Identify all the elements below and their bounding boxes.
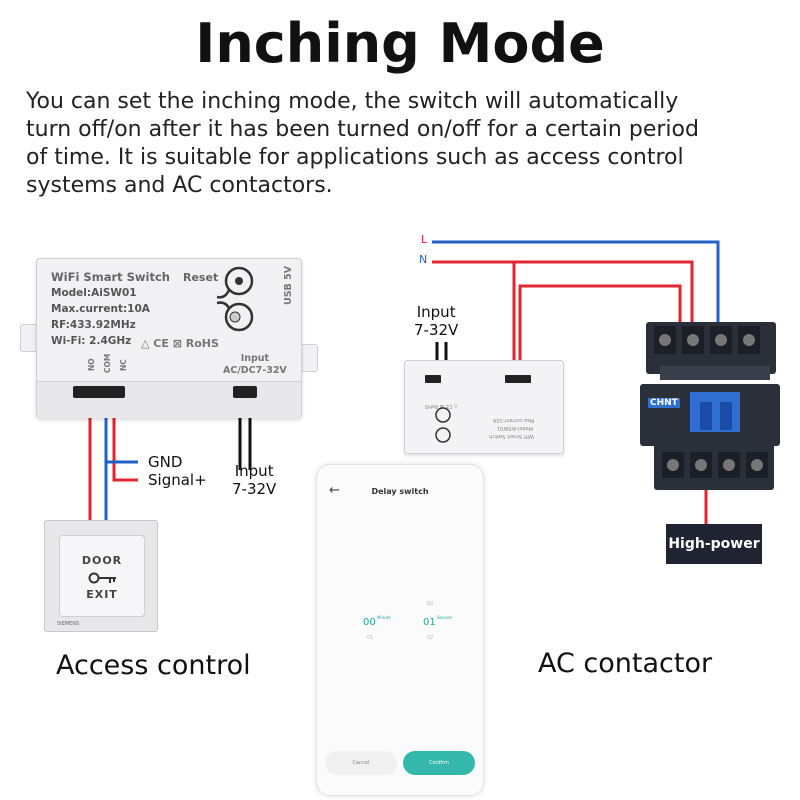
module2-coil-wire bbox=[518, 284, 682, 376]
module-rf: RF:433.92MHz bbox=[51, 319, 136, 331]
module-current: Max.current:10A bbox=[51, 303, 150, 315]
right-input-range: 7-32V bbox=[414, 321, 459, 339]
second-unit: Second bbox=[437, 615, 452, 620]
description-line-4: systems and AC contactors. bbox=[26, 173, 333, 198]
page-title: Inching Mode bbox=[195, 12, 605, 75]
phone-screen: ← Delay switch 00 00 Minute 01 Second 01… bbox=[316, 464, 484, 796]
module-input-title: Input bbox=[240, 353, 270, 364]
l-label: L bbox=[421, 233, 428, 246]
module-specs: WiFi Smart Switch Model:AiSW01 Max.curre… bbox=[51, 269, 170, 349]
right-input-label: Input 7-32V bbox=[414, 303, 458, 339]
caption-access-control: Access control bbox=[56, 650, 251, 681]
second-above: 00 bbox=[427, 601, 434, 607]
terminal-no: NO bbox=[87, 358, 96, 371]
minute-value[interactable]: 00 bbox=[363, 617, 376, 628]
input-terminal-block bbox=[233, 386, 257, 398]
exit-label: EXIT bbox=[86, 588, 118, 601]
caption-ac-contactor: AC contactor bbox=[538, 648, 713, 679]
gnd-label: GND bbox=[148, 453, 183, 471]
small-output-terminal bbox=[505, 375, 531, 383]
right-input-title: Input bbox=[416, 303, 456, 321]
wifi-switch-module: WiFi Smart Switch Model:AiSW01 Max.curre… bbox=[36, 258, 302, 418]
output-terminal-block bbox=[73, 386, 125, 398]
description-line-2: turn off/on after it has been turned on/… bbox=[26, 117, 699, 142]
back-arrow-icon[interactable]: ← bbox=[329, 483, 340, 498]
usb-label: USB 5V bbox=[283, 265, 294, 305]
module-input-range: AC/DC7-32V bbox=[223, 365, 287, 376]
confirm-button[interactable]: Confirm bbox=[403, 751, 475, 775]
neutral-wire bbox=[432, 260, 694, 346]
small-module-model: Model:AiSW01 bbox=[497, 425, 533, 431]
contactor-brand: CHNT bbox=[648, 398, 680, 408]
small-reset-icon bbox=[435, 407, 451, 443]
small-module-name: WiFi Smart Switch bbox=[489, 433, 534, 439]
left-input-title: Input bbox=[234, 462, 274, 480]
description-line-3: of time. It is suitable for applications… bbox=[26, 145, 684, 170]
signal-label: Signal+ bbox=[148, 471, 207, 489]
module-wifi: Wi-Fi: 2.4GHz bbox=[51, 335, 132, 347]
second-below: 02 bbox=[427, 635, 434, 641]
terminal-com: COM bbox=[103, 353, 112, 373]
minute-below: 01 bbox=[367, 635, 374, 641]
reset-button-icon bbox=[216, 266, 254, 332]
description-line-1: You can set the inching mode, the switch… bbox=[26, 89, 679, 114]
module-input-label: Input AC/DC7-32V bbox=[223, 353, 287, 377]
contactor-icon bbox=[640, 322, 780, 490]
wifi-switch-module-small: WiFi Smart Switch Model:AiSW01 Max.curre… bbox=[404, 360, 564, 454]
second-value[interactable]: 01 bbox=[423, 617, 436, 628]
terminal-nc: NC bbox=[119, 359, 128, 371]
module-name: WiFi Smart Switch bbox=[51, 270, 170, 284]
n-label: N bbox=[419, 253, 428, 266]
description: You can set the inching mode, the switch… bbox=[26, 88, 786, 200]
minute-unit: Minute bbox=[377, 615, 391, 620]
door-button-brand: SIEMENS bbox=[57, 621, 80, 627]
small-input-terminal bbox=[425, 375, 441, 383]
cancel-button[interactable]: Cancel bbox=[325, 751, 397, 775]
key-icon bbox=[88, 572, 116, 584]
left-input-label: Input 7-32V bbox=[232, 462, 276, 498]
reset-label: Reset bbox=[183, 271, 219, 284]
live-wire bbox=[432, 240, 720, 346]
module-model: Model:AiSW01 bbox=[51, 287, 137, 299]
certification-marks: △ CE ⊠ RoHS bbox=[141, 337, 219, 350]
left-input-range: 7-32V bbox=[232, 480, 277, 498]
small-module-current: Max.current:10A bbox=[493, 417, 535, 423]
high-power-label: High-power bbox=[666, 524, 762, 564]
door-exit-plate: DOOR EXIT bbox=[59, 535, 145, 617]
door-exit-button: DOOR EXIT SIEMENS bbox=[44, 520, 158, 632]
module-base bbox=[37, 381, 301, 418]
door-label: DOOR bbox=[81, 554, 123, 567]
phone-title: Delay switch bbox=[371, 487, 429, 496]
